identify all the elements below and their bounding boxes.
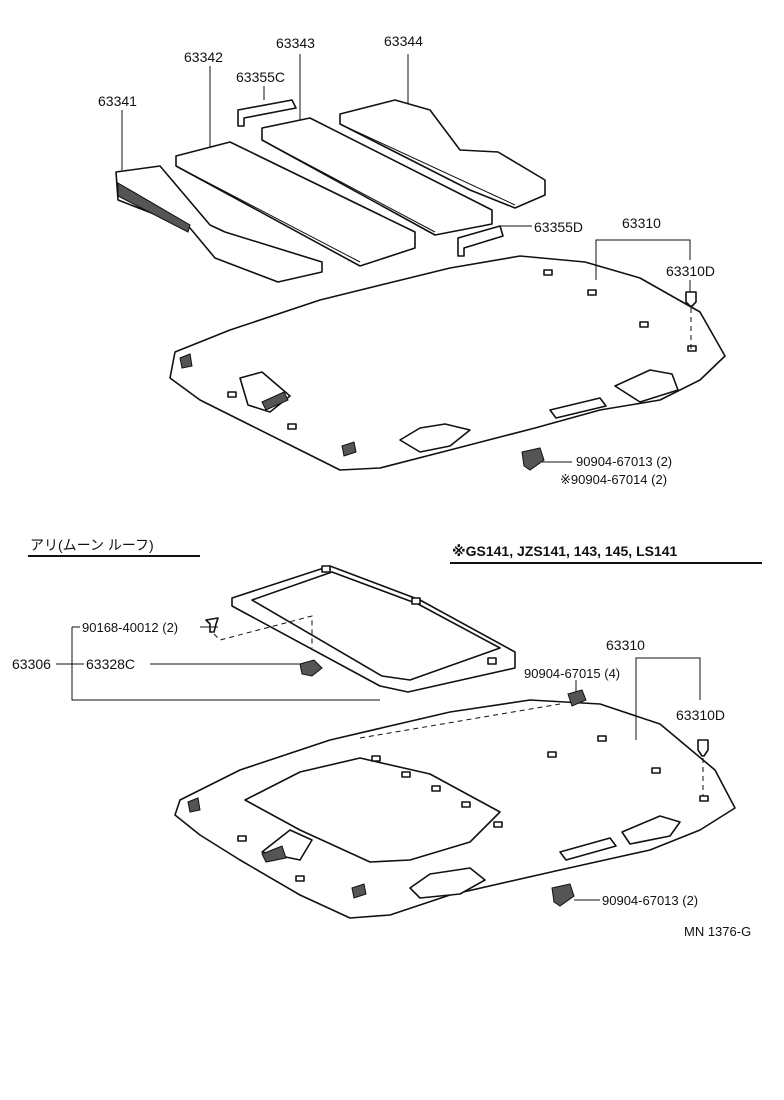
- upper-assembly: [115, 54, 726, 471]
- label-63310-top: 63310: [622, 215, 661, 231]
- label-63342: 63342: [184, 49, 223, 65]
- label-90904-67015: 90904-67015 (4): [524, 666, 620, 681]
- label-90168-40012: 90168-40012 (2): [82, 620, 178, 635]
- clip-90904-67013-bottom: [551, 883, 575, 907]
- clip-63310d-top: [685, 291, 697, 307]
- label-63310-bottom: 63310: [606, 637, 645, 653]
- label-63341: 63341: [98, 93, 137, 109]
- label-63355c: 63355C: [236, 69, 285, 85]
- clip-63310d-bottom: [697, 739, 709, 757]
- clip-63355d: [457, 225, 504, 257]
- label-63355d: 63355D: [534, 219, 583, 235]
- screw-90168-40012: [205, 617, 219, 633]
- clip-63328c: [299, 659, 323, 677]
- lower-assembly: [56, 565, 736, 919]
- label-63310d-top: 63310D: [666, 263, 715, 279]
- clip-63355c: [237, 99, 297, 127]
- clip-90904-67013-top: [521, 447, 545, 471]
- reference-code: MN 1376-G: [684, 924, 751, 939]
- label-63328c: 63328C: [86, 656, 135, 672]
- label-90904-67013-bottom: 90904-67013 (2): [602, 893, 698, 908]
- label-90904-67013-top: 90904-67013 (2): [576, 454, 672, 469]
- moonroof-title: アリ(ムーン ルーフ): [30, 537, 154, 553]
- label-63344: 63344: [384, 33, 423, 49]
- label-63343: 63343: [276, 35, 315, 51]
- label-63310d-bottom: 63310D: [676, 707, 725, 723]
- clip-90904-67015: [567, 689, 587, 707]
- label-90904-67014: ※90904-67014 (2): [560, 472, 667, 487]
- headliner-63310-top: [169, 255, 726, 471]
- pad-63344: [339, 99, 546, 209]
- label-63306: 63306: [12, 656, 51, 672]
- models-note: ※GS141, JZS141, 143, 145, LS141: [452, 543, 678, 559]
